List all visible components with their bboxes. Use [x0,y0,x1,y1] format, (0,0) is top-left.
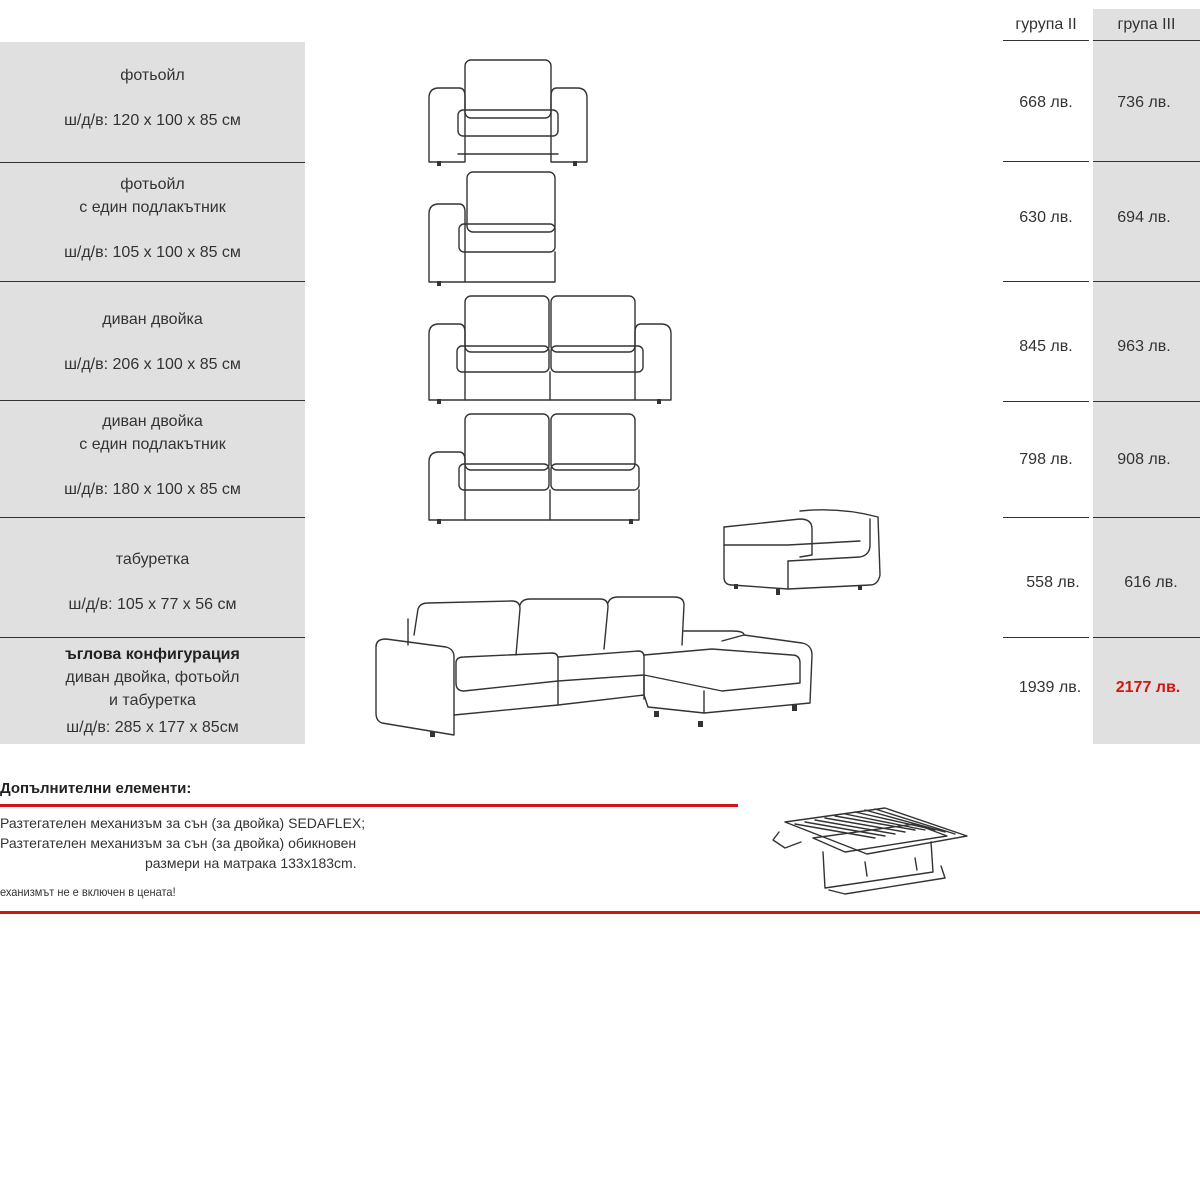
group3-header: група III [1117,16,1176,33]
product-name: и табуретка [109,692,196,709]
price-group2: 1939 лв. [1018,679,1082,696]
group2-header-underline [1003,40,1089,41]
extras-note: еханизмът не е включен в цената! [0,885,176,899]
two-seat-sofa-icon [428,295,672,404]
product-dims: ш/д/в: 206 x 100 x 85 см [64,356,241,373]
price-divider [1003,281,1089,282]
price-divider [1003,637,1089,638]
extras-title: Допълнителни елементи: [0,780,192,797]
two-seat-sofa-one-arm-icon [428,413,640,524]
row-divider [0,517,305,518]
price-group3: 908 лв. [1117,451,1171,468]
price-group3-highlight: 2177 лв. [1115,679,1181,696]
group3-header-underline [1093,40,1200,41]
product-row-two-seat-sofa-one-arm: диван двойка с един подлакътник ш/д/в: 1… [0,401,305,517]
price-divider [1003,161,1089,162]
price-group2: 630 лв. [1019,209,1073,226]
price-divider [1003,401,1089,402]
price-group3: 736 лв. [1117,94,1171,111]
row-divider [0,162,305,163]
red-separator-bottom [0,911,1200,914]
extras-line-1: Разтегателен механизъм за сън (за двойка… [0,815,366,831]
product-row-ottoman: табуретка ш/д/в: 105 x 77 x 56 см [0,518,305,637]
sofa-bed-mechanism-icon [772,807,968,895]
price-group2: 798 лв. [1019,451,1073,468]
row-divider [0,400,305,401]
price-divider [1093,401,1200,402]
ottoman-icon [723,509,881,595]
row-divider [0,281,305,282]
product-name: фотьойл [120,176,185,193]
product-name: диван двойка [102,413,203,430]
product-dims: ш/д/в: 285 x 177 x 85см [66,719,239,736]
price-divider [1093,281,1200,282]
product-dims: ш/д/в: 105 x 77 x 56 см [68,596,237,613]
product-row-armchair: фотьойл ш/д/в: 120 x 100 x 85 см [0,42,305,162]
product-name: с един подлакътник [79,436,226,453]
product-name: табуретка [115,551,190,568]
group3-column-background [1093,9,1200,744]
product-name-bold: ъглова конфигурация [65,646,240,663]
product-name: диван двойка, фотьойл [65,669,240,686]
armchair-one-arm-icon [428,171,556,286]
corner-sofa-icon [375,596,813,737]
price-group3: 616 лв. [1124,574,1178,591]
product-dims: ш/д/в: 120 x 100 x 85 см [64,112,241,129]
group2-header: гурупа II [1015,16,1077,33]
price-divider [1093,637,1200,638]
price-group3: 963 лв. [1117,338,1171,355]
armchair-icon [428,59,588,166]
product-dims: ш/д/в: 105 x 100 x 85 см [64,244,241,261]
row-divider [0,637,305,638]
product-name: фотьойл [120,67,185,84]
price-group2: 668 лв. [1019,94,1073,111]
price-group2: 558 лв. [1026,574,1080,591]
price-group2: 845 лв. [1019,338,1073,355]
red-separator [0,804,738,807]
product-name: с един подлакътник [79,199,226,216]
product-row-two-seat-sofa: диван двойка ш/д/в: 206 x 100 x 85 см [0,282,305,400]
product-row-corner-configuration: ъглова конфигурация диван двойка, фотьой… [0,638,305,744]
product-row-armchair-one-arm: фотьойл с един подлакътник ш/д/в: 105 x … [0,163,305,281]
product-name: диван двойка [102,311,203,328]
extras-line-3: размери на матрака 133x183cm. [145,855,357,871]
product-dims: ш/д/в: 180 x 100 x 85 см [64,481,241,498]
price-group3: 694 лв. [1117,209,1171,226]
price-divider [1003,517,1089,518]
extras-line-2: Разтегателен механизъм за сън (за двойка… [0,835,357,851]
price-divider [1093,517,1200,518]
price-divider [1093,161,1200,162]
